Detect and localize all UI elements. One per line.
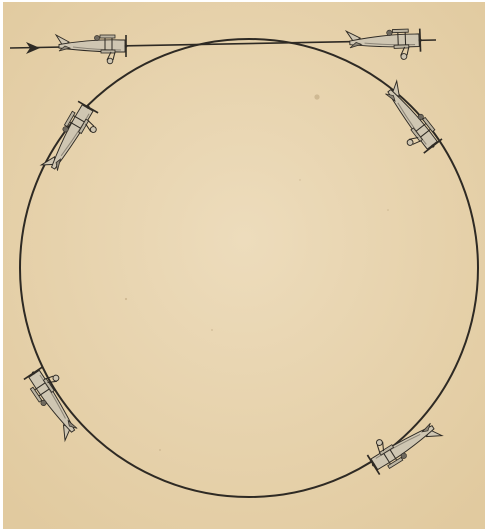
- paper-sheet: [3, 2, 485, 529]
